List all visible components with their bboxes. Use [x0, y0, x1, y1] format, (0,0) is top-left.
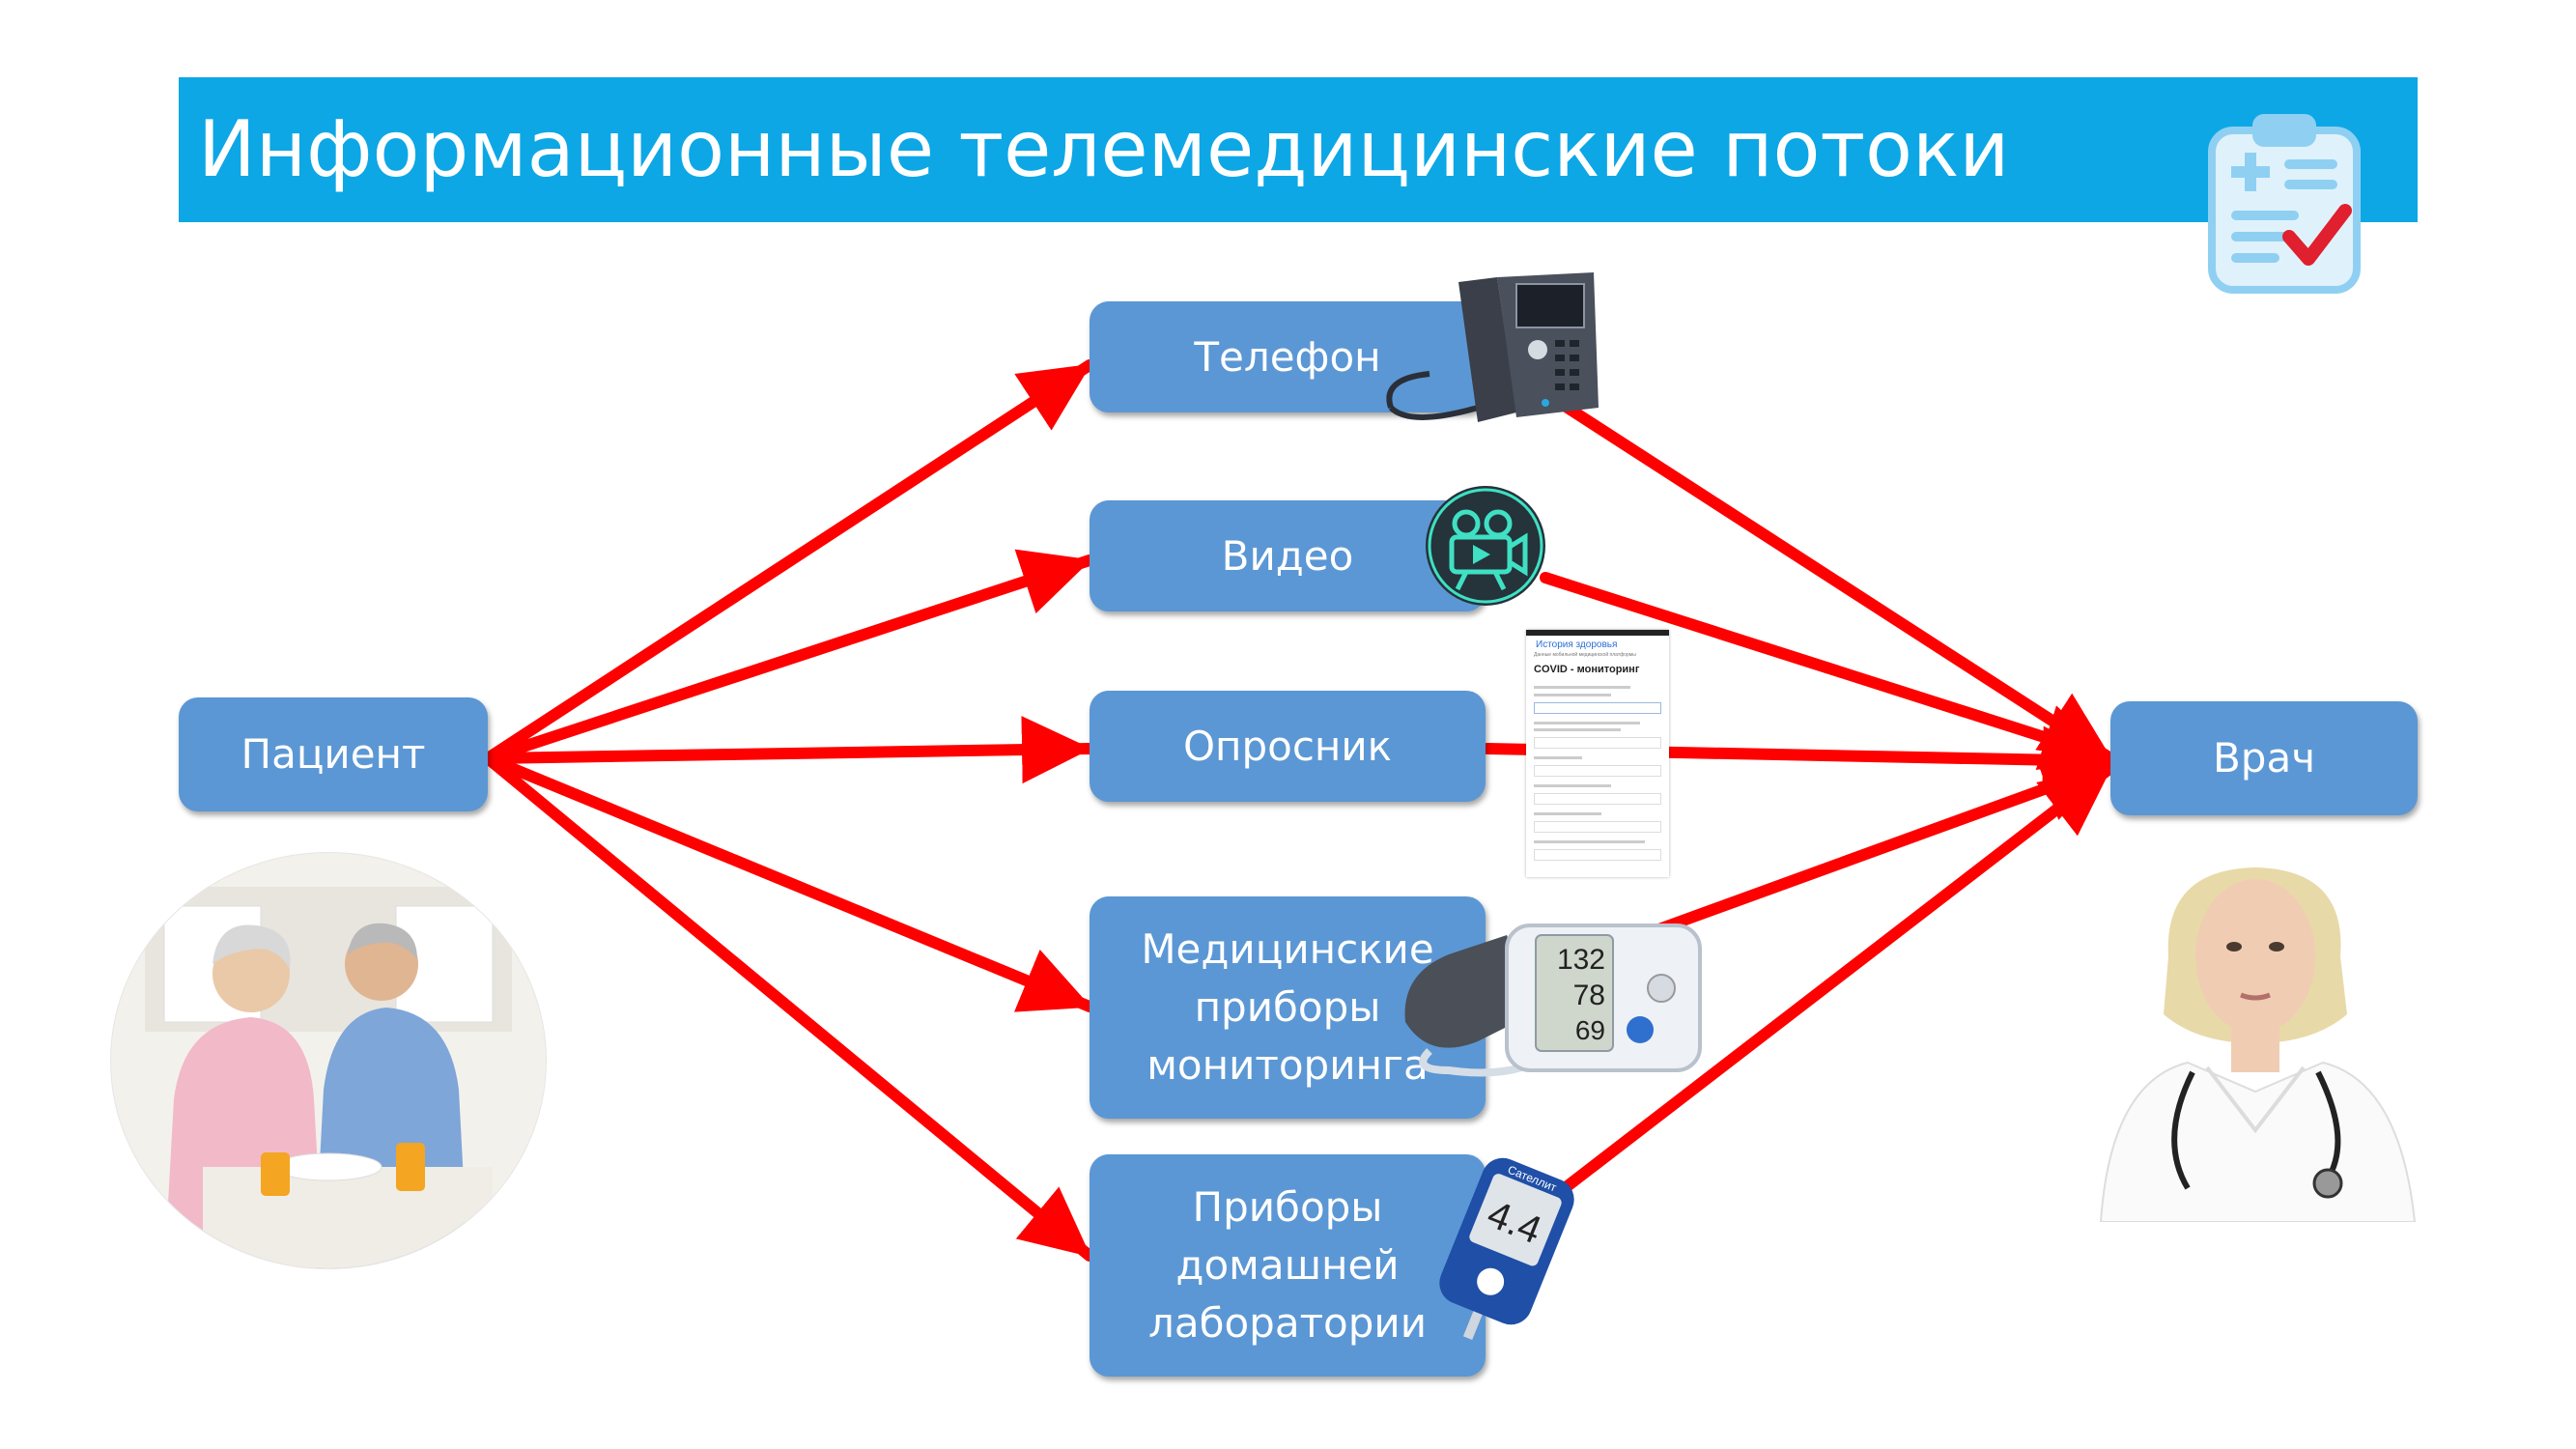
title-banner: Информационные телемедицинские потоки: [179, 77, 2418, 222]
node-monitoring-line-1: Медицинские: [1141, 925, 1434, 973]
node-patient-label: Пациент: [241, 730, 426, 778]
form-breadcrumb: История здоровья: [1536, 639, 1618, 650]
arrow-homelab-to-doctor: [1559, 762, 2116, 1194]
node-video-label: Видео: [1221, 531, 1354, 580]
form-fields: [1526, 679, 1669, 868]
questionnaire-form-image: История здоровья Данные мобильной медици…: [1526, 630, 1669, 877]
arrow-video-to-doctor: [1540, 572, 2116, 771]
video-camera-icon: [1426, 486, 1545, 606]
arrow-monitoring-to-doctor: [1627, 756, 2116, 945]
arrow-patient-to-homelab: [482, 753, 1095, 1262]
bp-pulse: 69: [1575, 1015, 1605, 1045]
node-homelab: Приборы домашней лаборатории: [1090, 1154, 1486, 1377]
bp-diastolic: 78: [1573, 980, 1605, 1011]
node-video: Видео: [1090, 500, 1486, 611]
node-homelab-line-3: лаборатории: [1148, 1299, 1427, 1347]
arrow-patient-to-questionnaire: [482, 716, 1095, 784]
arrow-phone-to-doctor: [1551, 395, 2116, 764]
node-patient: Пациент: [179, 697, 488, 811]
page-title: Информационные телемедицинские потоки: [198, 104, 2010, 194]
desk-phone-image: [1386, 272, 1599, 422]
node-phone: Телефон: [1090, 301, 1486, 412]
node-monitoring-line-3: мониторинга: [1146, 1041, 1429, 1089]
glucometer-image: Сателлит 4.4: [1439, 1157, 1574, 1341]
node-homelab-line-2: домашней: [1175, 1241, 1400, 1289]
node-doctor: Врач: [2110, 701, 2418, 815]
arrow-patient-to-monitoring: [482, 753, 1095, 1012]
form-heading: COVID - мониторинг: [1534, 664, 1640, 675]
arrow-patient-to-phone: [482, 359, 1095, 764]
bp-systolic: 132: [1557, 944, 1605, 976]
arrow-patient-to-video: [482, 549, 1095, 764]
node-questionnaire-label: Опросник: [1182, 722, 1393, 770]
doctor-photo: [2099, 867, 2417, 1222]
clipboard-icon: [2208, 114, 2361, 294]
node-monitoring-line-2: приборы: [1194, 983, 1381, 1031]
form-subtitle: Данные мобильной медицинской платформы: [1534, 652, 1636, 658]
node-doctor-label: Врач: [2212, 734, 2316, 781]
patient-photo: [110, 852, 547, 1269]
node-phone-label: Телефон: [1194, 332, 1381, 381]
node-questionnaire: Опросник: [1090, 691, 1486, 802]
blood-pressure-monitor-image: 132 78 69: [1404, 923, 1702, 1077]
node-homelab-line-1: Приборы: [1192, 1183, 1383, 1231]
